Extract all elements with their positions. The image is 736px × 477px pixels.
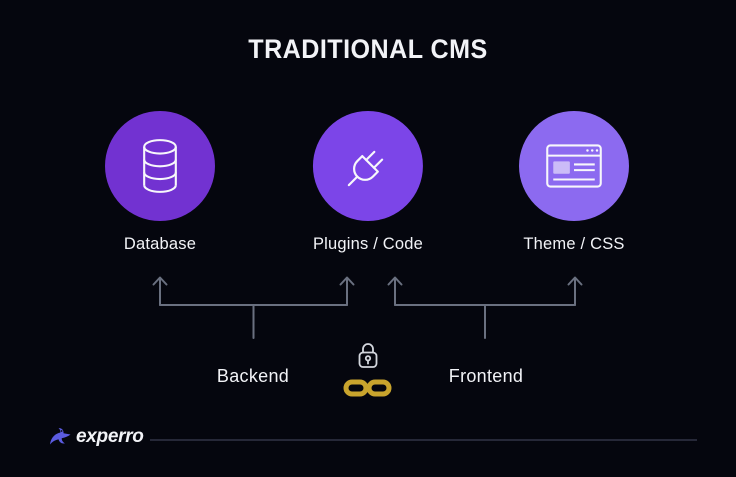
brand-logo: experro	[48, 426, 144, 448]
theme-circle	[519, 111, 629, 221]
node-plugins-code: Plugins / Code	[313, 111, 423, 254]
chain-link-icon	[343, 378, 392, 398]
bird-logo-icon	[48, 427, 72, 447]
database-circle	[105, 111, 215, 221]
frontend-label: Frontend	[448, 366, 524, 386]
plugins-circle	[313, 111, 423, 221]
theme-label: Theme / CSS	[523, 235, 625, 253]
plugins-label: Plugins / Code	[312, 235, 424, 253]
node-database: Database	[105, 111, 215, 254]
brand-name: experro	[76, 426, 144, 447]
browser-icon	[546, 144, 602, 188]
lock-icon	[357, 341, 379, 369]
backend-label: Backend	[216, 366, 290, 386]
node-theme-css: Theme / CSS	[519, 111, 629, 254]
database-label: Database	[123, 235, 197, 253]
footer-divider	[150, 439, 697, 441]
plug-icon	[337, 135, 399, 197]
page-title: TRADITIONAL CMS	[248, 34, 488, 64]
bracket-arrows	[0, 268, 736, 346]
database-icon	[137, 138, 183, 194]
